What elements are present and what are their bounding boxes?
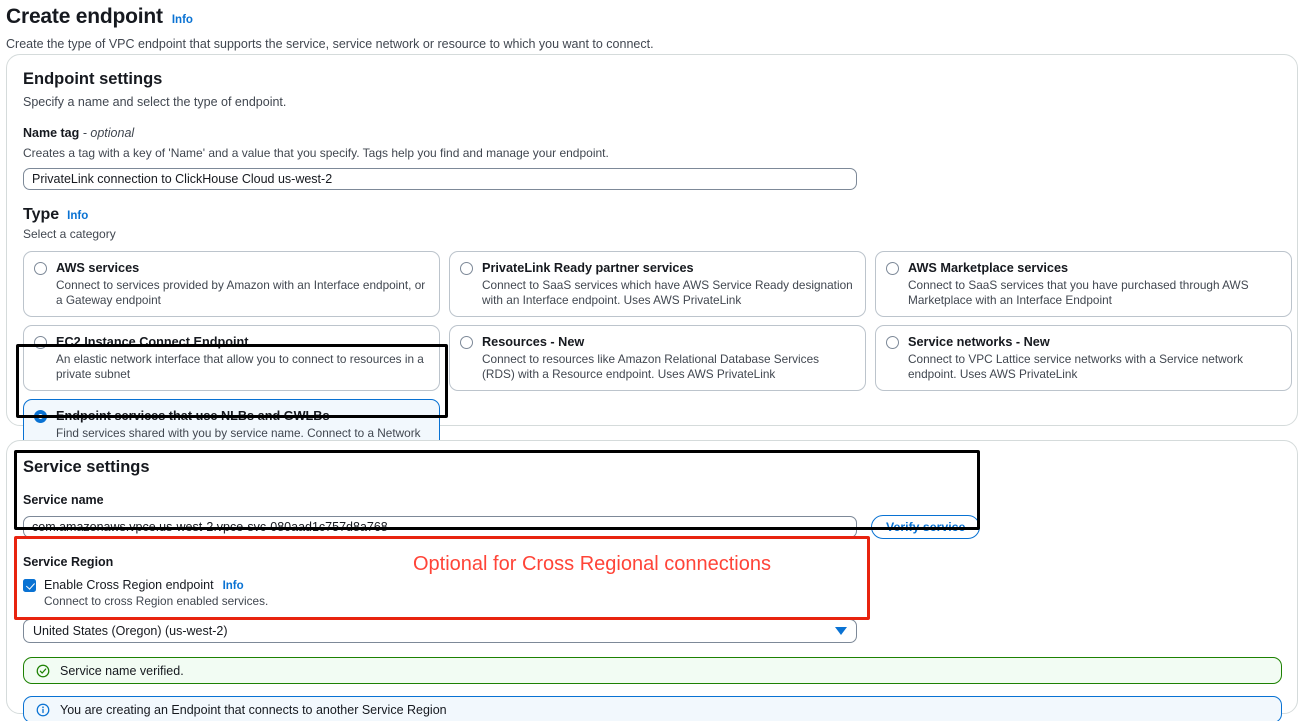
type-option-ec2-instance-connect-endpoint[interactable]: EC2 Instance Connect Endpoint An elastic… (23, 325, 440, 391)
radio-icon[interactable] (34, 336, 47, 349)
name-tag-description: Creates a tag with a key of 'Name' and a… (23, 146, 609, 160)
service-region-select[interactable]: United States (Oregon) (us-west-2) (23, 619, 857, 643)
page-header: Create endpoint Info Create the type of … (0, 0, 1304, 53)
type-option-aws-marketplace-services[interactable]: AWS Marketplace services Connect to SaaS… (875, 251, 1292, 317)
radio-icon[interactable] (886, 336, 899, 349)
type-option-description: Connect to SaaS services which have AWS … (482, 278, 853, 307)
enable-cross-region-label: Enable Cross Region endpoint (44, 578, 214, 592)
type-option-description: Connect to services provided by Amazon w… (56, 278, 426, 307)
cross-region-info-link[interactable]: Info (222, 580, 244, 592)
enable-cross-region-checkbox[interactable] (23, 579, 36, 592)
type-info-link[interactable]: Info (67, 210, 89, 222)
page-info-link[interactable]: Info (171, 14, 193, 26)
radio-icon[interactable] (886, 262, 899, 275)
name-tag-input[interactable] (23, 168, 857, 190)
annotation-note-cross-region: Optional for Cross Regional connections (413, 553, 771, 575)
page-subtitle: Create the type of VPC endpoint that sup… (6, 37, 654, 51)
service-settings-panel: Service settings Service name Verify ser… (6, 440, 1298, 721)
name-tag-optional-text: - optional (82, 126, 135, 140)
chevron-down-icon[interactable] (835, 627, 847, 635)
alert-service-name-verified: Service name verified. (23, 657, 1282, 684)
endpoint-settings-description: Specify a name and select the type of en… (23, 95, 287, 109)
name-tag-label: Name tag - optional (23, 125, 1281, 142)
service-region-selected-value: United States (Oregon) (us-west-2) (33, 624, 228, 638)
type-option-title: AWS Marketplace services (908, 261, 1069, 275)
type-option-title: AWS services (56, 261, 140, 275)
enable-cross-region-description: Connect to cross Region enabled services… (44, 594, 269, 608)
type-option-title: EC2 Instance Connect Endpoint (56, 335, 249, 349)
type-option-description: Connect to resources like Amazon Relatio… (482, 352, 820, 381)
type-option-aws-services[interactable]: AWS services Connect to services provide… (23, 251, 440, 317)
page-title: Create endpoint (6, 5, 163, 28)
check-circle-icon (36, 664, 50, 678)
endpoint-settings-title: Endpoint settings (23, 70, 163, 88)
type-label: Type (23, 206, 60, 223)
type-option-privatelink-ready-partner-services[interactable]: PrivateLink Ready partner services Conne… (449, 251, 866, 317)
service-name-label: Service name (23, 493, 104, 507)
service-name-input[interactable] (23, 516, 857, 538)
type-option-service-networks[interactable]: Service networks - New Connect to VPC La… (875, 325, 1292, 391)
type-option-title: Resources - New (482, 335, 585, 349)
type-option-resources[interactable]: Resources - New Connect to resources lik… (449, 325, 866, 391)
endpoint-settings-panel: Endpoint settings Specify a name and sel… (6, 54, 1298, 480)
type-option-description: An elastic network interface that allow … (56, 352, 424, 381)
type-description: Select a category (23, 227, 116, 241)
alert-cross-region-notice: You are creating an Endpoint that connec… (23, 696, 1282, 721)
type-option-description: Connect to VPC Lattice service networks … (908, 352, 1244, 381)
type-option-description: Connect to SaaS services that you have p… (908, 278, 1249, 307)
type-option-title: Endpoint services that use NLBs and GWLB… (56, 409, 330, 423)
radio-icon[interactable] (460, 262, 473, 275)
radio-icon-selected[interactable] (34, 410, 47, 423)
radio-icon[interactable] (34, 262, 47, 275)
type-option-title: Service networks - New (908, 335, 1050, 349)
service-settings-title: Service settings (23, 458, 150, 476)
alert-success-text: Service name verified. (60, 663, 184, 678)
info-circle-icon (36, 703, 50, 717)
type-option-title: PrivateLink Ready partner services (482, 261, 694, 275)
radio-icon[interactable] (460, 336, 473, 349)
alert-info-text: You are creating an Endpoint that connec… (60, 702, 447, 717)
type-option-grid: AWS services Connect to services provide… (23, 251, 1292, 480)
verify-service-button[interactable]: Verify service (871, 515, 981, 539)
service-region-label: Service Region (23, 555, 114, 569)
name-tag-label-text: Name tag (23, 126, 80, 140)
